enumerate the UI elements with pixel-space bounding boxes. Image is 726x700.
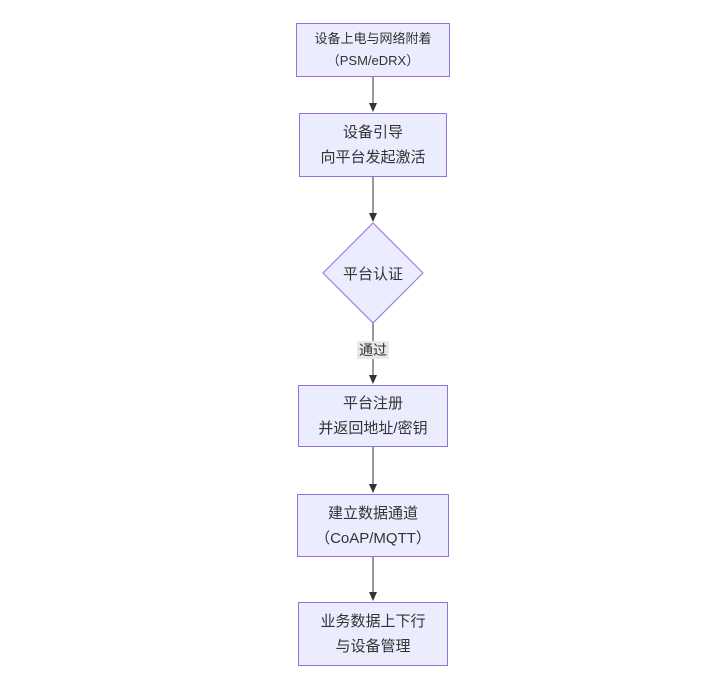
node-text-line: 与设备管理 <box>335 638 411 655</box>
decision-diamond-shape <box>322 222 424 324</box>
node-text-line: 设备上电与网络附着 <box>314 31 432 46</box>
node-text-line: 并返回地址/密钥 <box>318 420 428 437</box>
node-text-line: 建立数据通道 <box>327 504 418 522</box>
flow-node-business-data: 业务数据上下行 与设备管理 <box>298 602 448 666</box>
node-text-line: 平台认证 <box>342 265 403 283</box>
edge-label-pass: 通过 <box>357 341 389 359</box>
flow-node-data-channel: 建立数据通道 （CoAP/MQTT） <box>297 494 449 557</box>
flow-node-platform-auth: 平台认证 <box>323 223 423 323</box>
flow-node-device-bootstrap: 设备引导 向平台发起激活 <box>299 113 447 177</box>
node-text-line: 平台注册 <box>342 395 403 412</box>
flow-node-power-network-attach: 设备上电与网络附着 （PSM/eDRX） <box>296 23 450 77</box>
node-text-line: 设备引导 <box>342 124 403 141</box>
node-text-line: （CoAP/MQTT） <box>315 529 431 547</box>
flow-node-platform-register: 平台注册 并返回地址/密钥 <box>298 385 448 447</box>
node-text-line: 业务数据上下行 <box>320 613 426 630</box>
node-text-line: 向平台发起激活 <box>320 149 426 166</box>
node-text-line: （PSM/eDRX） <box>326 53 420 68</box>
